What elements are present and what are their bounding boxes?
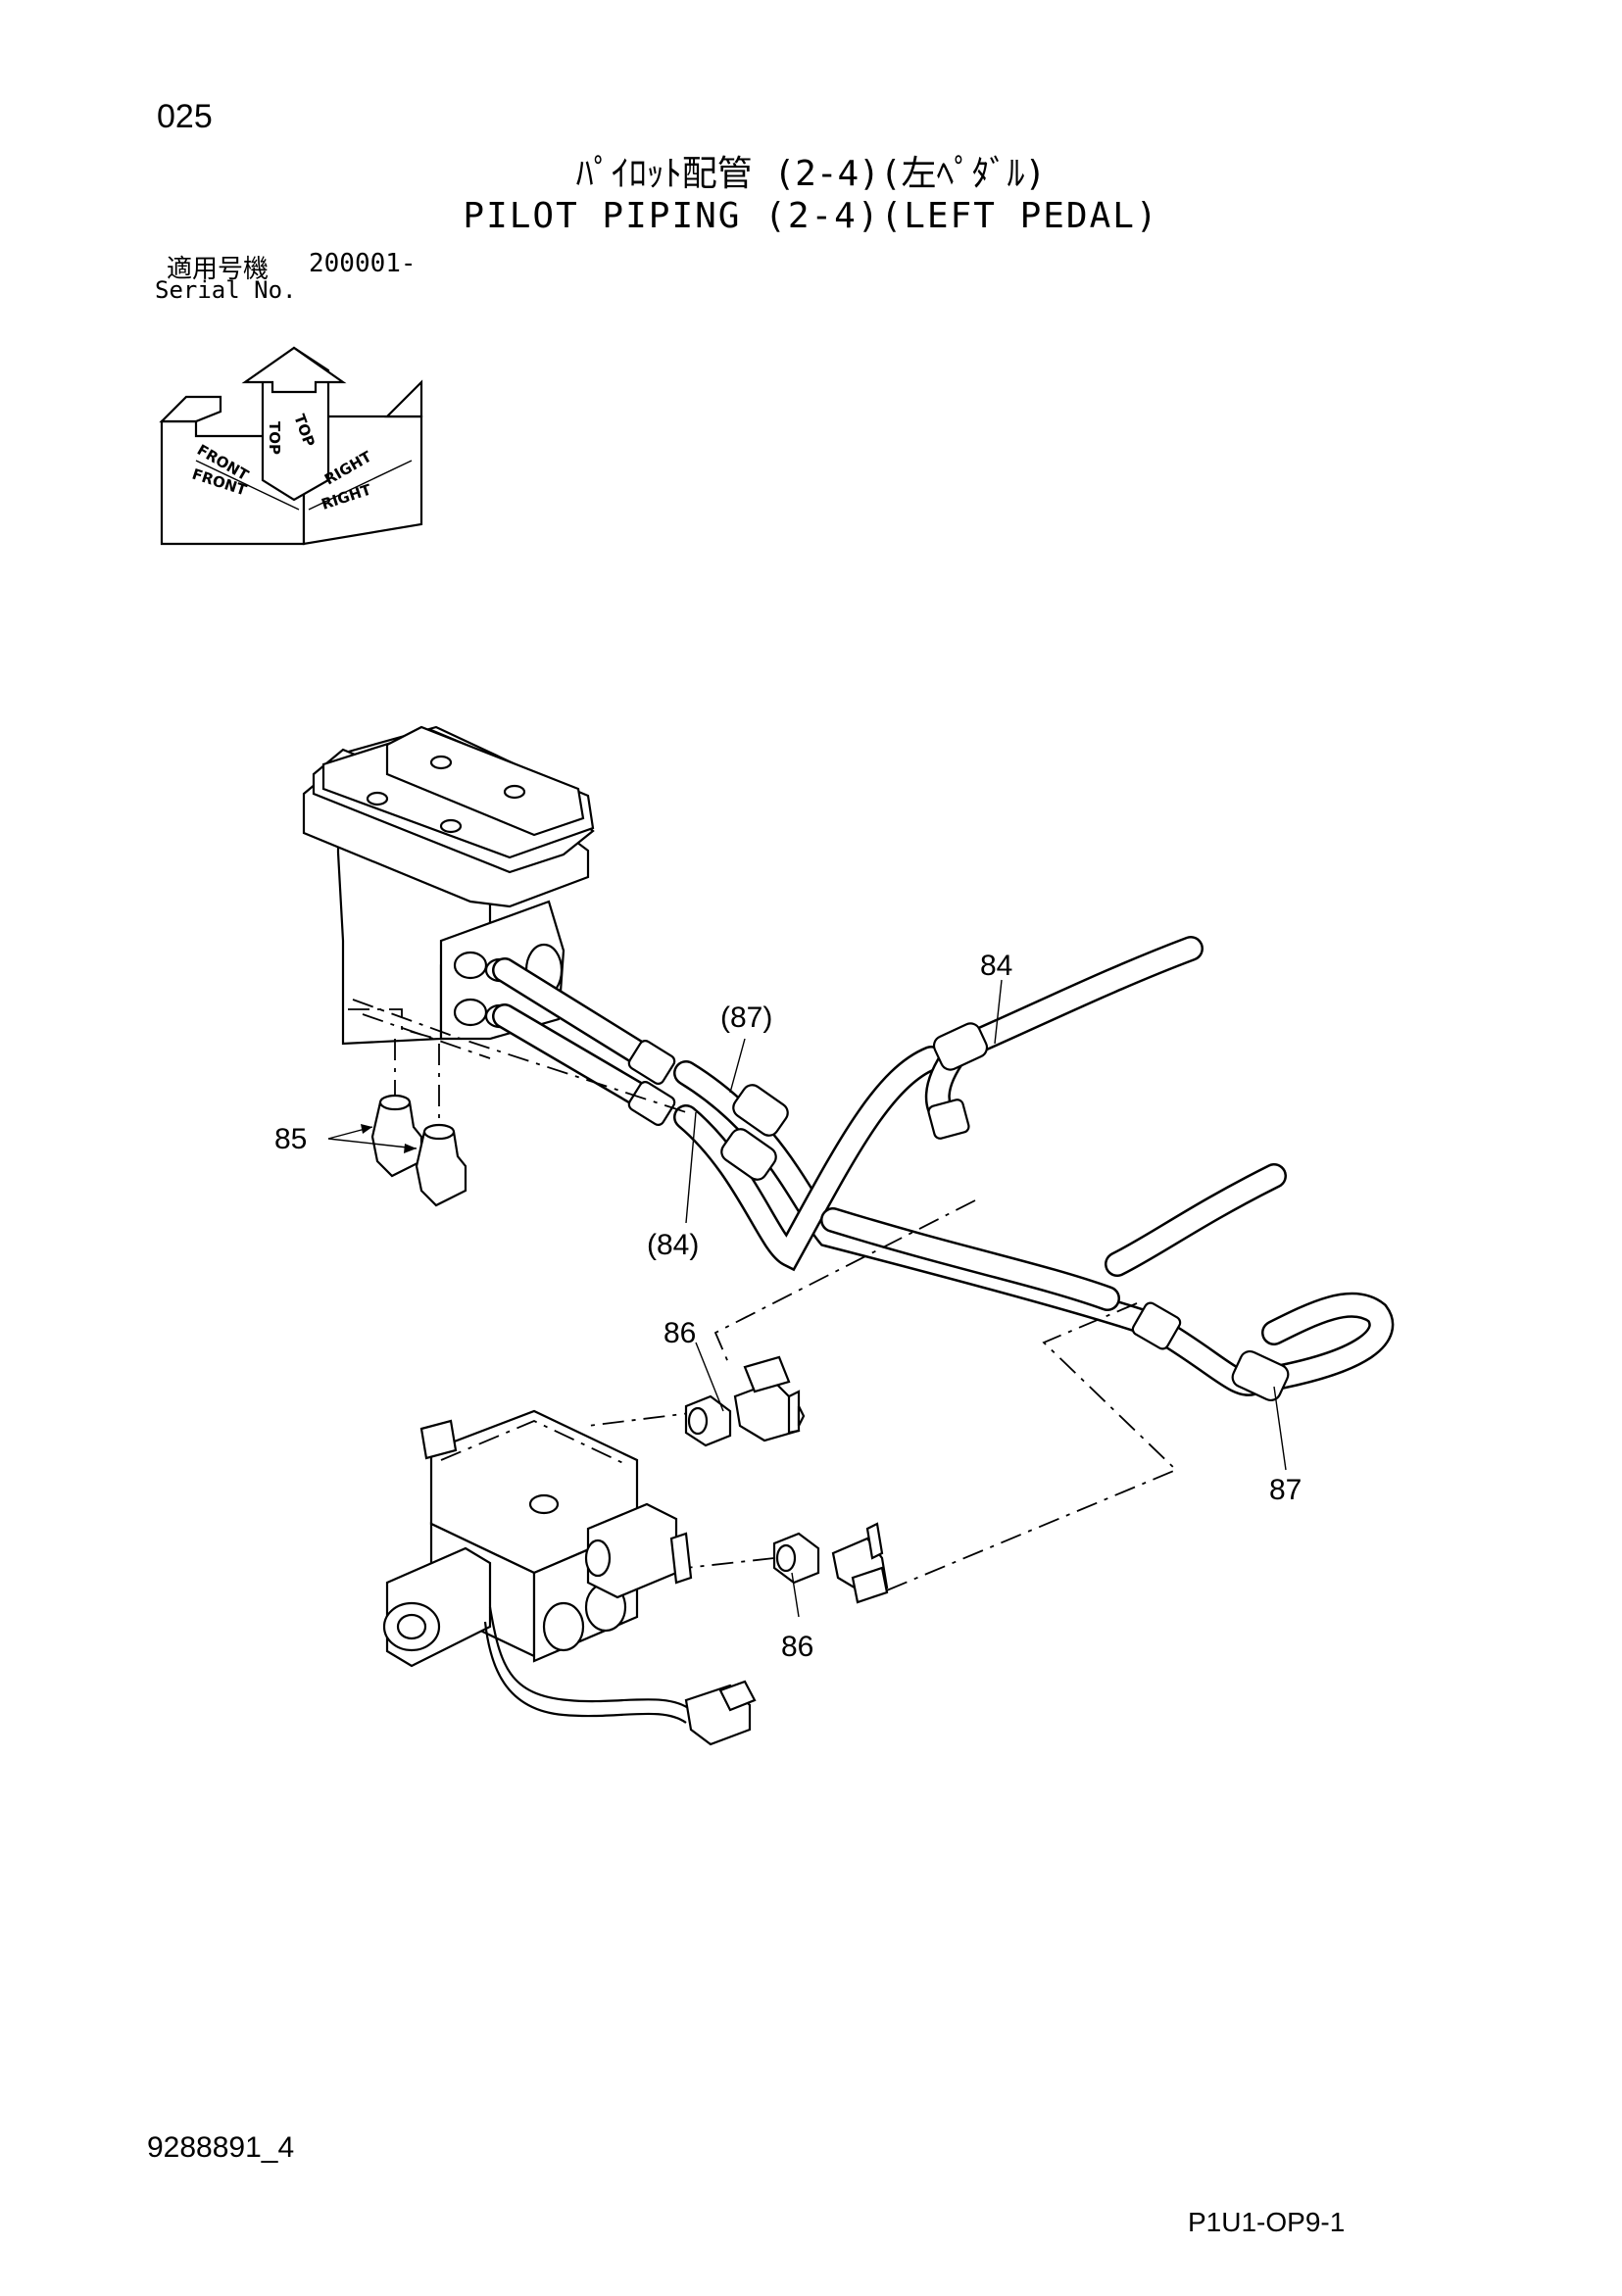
right-arrow-head [384,379,423,418]
drawing-number: 9288891_4 [147,2131,295,2164]
solenoid-face [382,1601,441,1652]
valve-port-top [528,1493,560,1515]
title-english: PILOT PIPING (2-4)(LEFT PEDAL) [463,196,1159,236]
port-fitting [453,951,488,980]
front-arrow-head [159,395,222,423]
hose-ferrule [732,1084,789,1137]
bolt-hole [366,791,389,806]
hose-nut [927,1099,970,1140]
callout-84-paren: (84) [647,1229,699,1261]
pilot-hoses [492,936,1395,1402]
hose-nut [1131,1301,1182,1350]
serial-number-value: 200001- [309,249,417,278]
bolt-hole [439,818,463,834]
port-fitting [453,998,488,1027]
fitting-85-b [415,1130,467,1207]
hose-ferrule [932,1022,989,1071]
pedal-valve-assembly [302,725,595,1046]
top-arrow-head [241,346,347,394]
orientation-divider [195,460,300,511]
callout-84: 84 [980,950,1012,982]
orientation-label-top-1: TOP [266,421,283,455]
hose-ferrule [720,1128,777,1181]
elbow-fittings-86 [684,1355,889,1604]
hose-nut [627,1040,676,1085]
sheet-code: P1U1-OP9-1 [1188,2207,1346,2237]
title-japanese: ﾊﾟｲﾛｯﾄ配管 (2-4)(左ﾍﾟﾀﾞﾙ) [575,154,1047,194]
pedal-top-right [385,725,585,837]
callout-86-upper: 86 [664,1317,696,1349]
bolt-hole [429,755,453,770]
orientation-indicator: TOP TOP FRONT FRONT RIGHT RIGHT [159,346,423,546]
centre-lines [348,999,1178,1593]
fitting-85-a [370,1100,423,1178]
page-number: 025 [157,98,213,135]
callout-87: 87 [1269,1474,1302,1506]
serial-label-japanese: 適用号機 [167,255,270,284]
callout-86-lower: 86 [781,1631,813,1663]
valve-port [542,1601,585,1652]
serial-label-english: Serial No. [155,276,297,304]
valve-stub [419,1419,458,1460]
fittings-85 [327,1039,467,1207]
callout-87-paren: (87) [720,1001,772,1034]
leader-lines [685,979,1287,1618]
solenoid-wire [488,1606,692,1711]
hose-nut [627,1081,676,1126]
callout-85: 85 [274,1123,307,1155]
control-valve-assembly [382,1409,757,1746]
hose-ferrule [1231,1349,1290,1402]
bolt-hole [503,784,526,800]
orientation-divider [308,460,413,511]
